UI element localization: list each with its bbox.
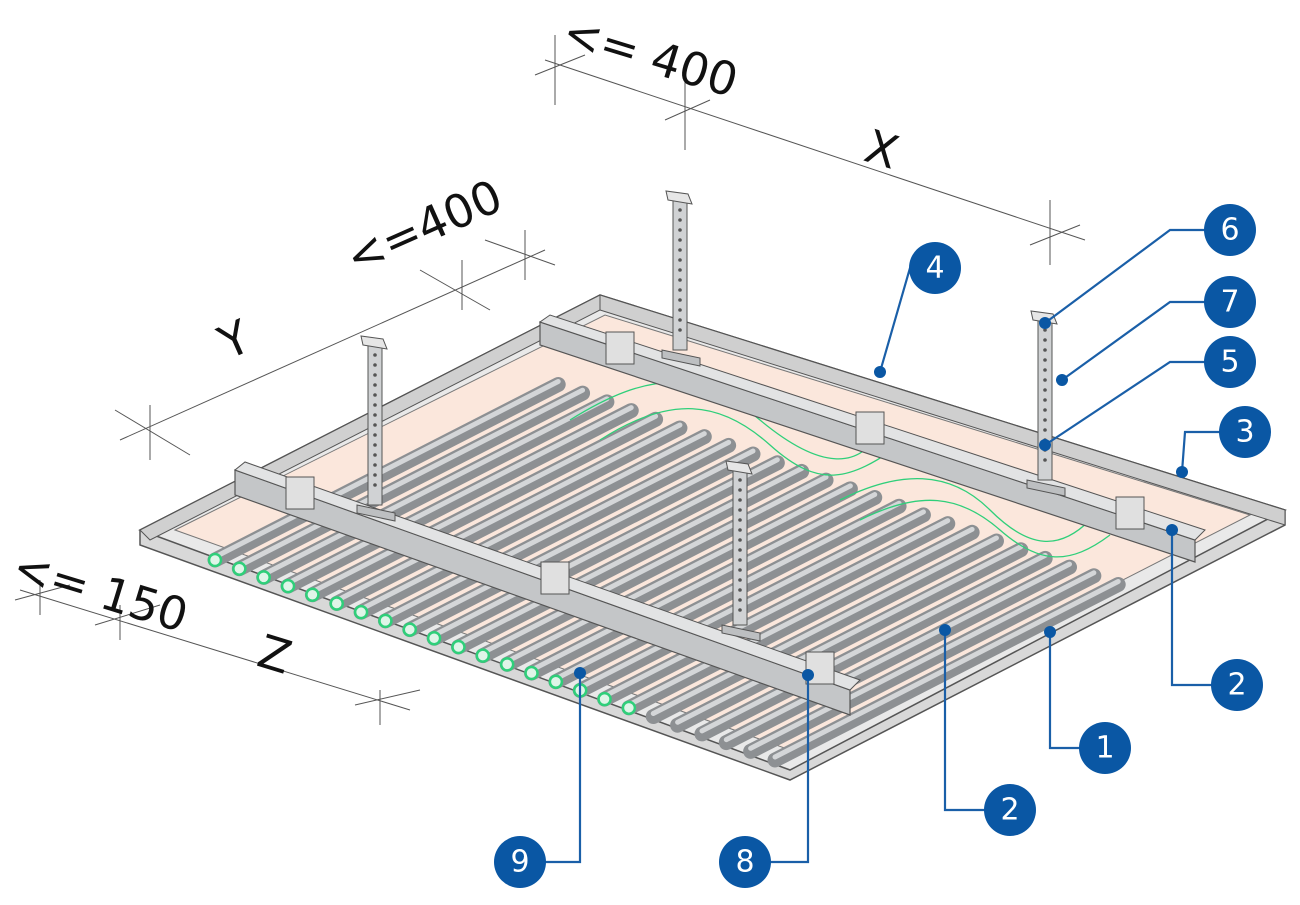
tube bbox=[304, 411, 664, 603]
tube-end bbox=[548, 674, 564, 689]
tube-end bbox=[426, 631, 442, 646]
tube-end bbox=[499, 657, 515, 672]
callouts: 6 7 5 4 3 2 1 2 8 9 bbox=[494, 204, 1271, 888]
callout-2: 2 bbox=[1211, 659, 1263, 711]
tube bbox=[548, 498, 907, 690]
tube-end bbox=[378, 613, 393, 629]
tube-end bbox=[232, 561, 247, 576]
leader-dot bbox=[874, 366, 886, 378]
tube bbox=[231, 385, 591, 577]
tube bbox=[475, 472, 834, 664]
y-label: Y bbox=[210, 309, 259, 371]
tube bbox=[377, 437, 737, 629]
tube-end bbox=[305, 587, 320, 603]
connector-clip bbox=[540, 561, 570, 595]
connector-clip bbox=[285, 476, 315, 510]
leader-dot bbox=[1056, 374, 1068, 386]
tube bbox=[645, 533, 1004, 725]
tube-end bbox=[524, 665, 539, 681]
tube bbox=[353, 429, 712, 620]
hanger bbox=[356, 335, 396, 522]
tube-end bbox=[475, 648, 491, 663]
tube bbox=[280, 403, 639, 594]
tube bbox=[670, 542, 1029, 733]
tube-end bbox=[597, 691, 612, 707]
callout-7: 7 bbox=[1204, 276, 1256, 328]
z-label: Z bbox=[252, 624, 298, 685]
x-spacing-label: <= 400 bbox=[557, 4, 744, 108]
tube-end bbox=[207, 552, 223, 568]
connector-clip bbox=[605, 331, 635, 365]
callout-9: 9 bbox=[494, 836, 546, 888]
tube bbox=[572, 507, 931, 698]
x-label: X bbox=[859, 119, 905, 180]
green-loops bbox=[569, 382, 1111, 558]
hanger bbox=[661, 190, 701, 367]
tube-end bbox=[256, 570, 271, 585]
leader-dot bbox=[802, 669, 814, 681]
dimension-lines bbox=[14, 35, 1086, 725]
callout-4: 4 bbox=[909, 242, 961, 294]
tube bbox=[329, 420, 688, 611]
x-dimension-line bbox=[544, 59, 1086, 241]
hanger bbox=[721, 460, 761, 642]
tube bbox=[621, 524, 980, 716]
callout-1: 1 bbox=[1079, 722, 1131, 774]
tube-end bbox=[451, 639, 466, 655]
callout-number: 9 bbox=[510, 845, 529, 880]
tube bbox=[597, 516, 956, 707]
tube-end bbox=[621, 700, 637, 716]
y-dimension-line bbox=[119, 249, 546, 441]
leader-dot bbox=[1176, 466, 1188, 478]
callout-number: 5 bbox=[1220, 345, 1239, 380]
tube bbox=[718, 559, 1078, 751]
callout-6: 6 bbox=[1204, 204, 1256, 256]
callout-3: 3 bbox=[1219, 406, 1271, 458]
leader-dot bbox=[1044, 626, 1056, 638]
callout-number: 6 bbox=[1220, 213, 1239, 248]
callout-number: 8 bbox=[735, 845, 754, 880]
heating-tubes bbox=[207, 377, 1126, 768]
callout-number: 3 bbox=[1235, 415, 1254, 450]
connector-clip bbox=[855, 411, 885, 445]
connector-clip bbox=[1115, 496, 1145, 530]
tube bbox=[207, 377, 566, 568]
tube bbox=[426, 455, 785, 646]
callout-8: 8 bbox=[719, 836, 771, 888]
tube-end bbox=[402, 622, 418, 637]
tube bbox=[402, 446, 761, 638]
callout-number: 2 bbox=[1000, 793, 1019, 828]
leader-dot bbox=[1039, 439, 1051, 451]
callout-number: 2 bbox=[1227, 668, 1246, 703]
tube bbox=[499, 481, 858, 672]
leader-dot bbox=[1039, 317, 1051, 329]
tube-end bbox=[280, 578, 296, 594]
tube bbox=[524, 490, 883, 681]
tube-end bbox=[353, 604, 369, 620]
callout-number: 7 bbox=[1220, 285, 1239, 320]
tube bbox=[256, 394, 615, 585]
callout-number: 1 bbox=[1095, 731, 1114, 766]
leader-line bbox=[1044, 228, 1230, 324]
tube bbox=[767, 577, 1126, 768]
callout-2: 2 bbox=[984, 784, 1036, 836]
y-spacing-label: <=400 bbox=[338, 169, 511, 285]
leader-dot bbox=[1166, 524, 1178, 536]
leader-dot bbox=[939, 624, 951, 636]
callout-5: 5 bbox=[1204, 336, 1256, 388]
tube-end bbox=[329, 596, 344, 611]
leader-dot bbox=[574, 667, 586, 679]
callout-number: 4 bbox=[925, 251, 944, 286]
tube bbox=[694, 550, 1053, 742]
z-dimension-line bbox=[19, 589, 411, 711]
